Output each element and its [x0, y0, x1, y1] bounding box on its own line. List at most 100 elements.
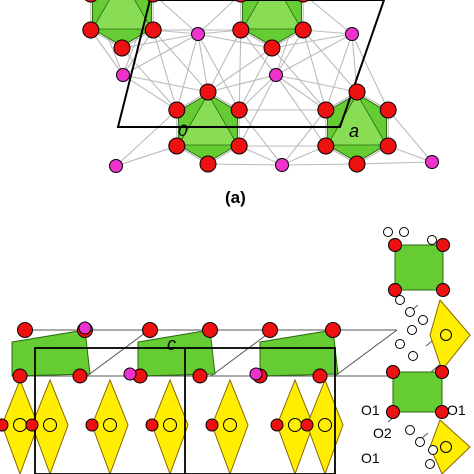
oxygen-atom	[386, 405, 400, 419]
cation-atom	[275, 158, 289, 172]
bond	[207, 163, 283, 166]
oxygen-atom	[147, 0, 160, 3]
oxygen-atom	[230, 137, 248, 155]
oxygen-atom	[297, 0, 310, 3]
cation-atom	[191, 27, 205, 41]
oxygen-atom	[168, 137, 186, 155]
bond	[271, 47, 327, 111]
bond	[121, 47, 178, 111]
octahedron-face	[177, 93, 239, 146]
hydrogen-atom	[383, 227, 393, 237]
oxygen-atom	[113, 39, 131, 57]
cation-atom	[116, 68, 130, 82]
oxygen-atom	[230, 101, 248, 119]
bond	[122, 74, 178, 111]
oxygen-atom	[199, 83, 217, 101]
oxygen-atom	[436, 283, 450, 297]
panel-b-octahedra	[11, 329, 339, 377]
cation-atom	[109, 159, 123, 173]
oxygen-atom	[192, 368, 208, 384]
bond	[90, 29, 124, 76]
oxygen-atom	[85, 418, 99, 432]
panel-c-atoms	[383, 227, 452, 469]
bond	[207, 29, 242, 93]
hydrogen-atom	[405, 307, 415, 317]
o2-label: O2	[373, 425, 392, 441]
oxygen-atom	[199, 155, 217, 173]
bond	[122, 33, 199, 76]
panel-a-caption: (a)	[225, 188, 246, 207]
bond	[281, 109, 327, 166]
bond	[238, 109, 283, 166]
panel-a: 0 a (a)	[82, 0, 439, 207]
tetrahedral-cation	[440, 441, 452, 453]
bond	[275, 74, 358, 93]
hydrogen-atom	[427, 235, 437, 245]
oxygen-atom	[263, 39, 281, 57]
hydrogen-atom	[395, 295, 405, 305]
octahedron	[11, 329, 91, 377]
cation-atom	[345, 27, 359, 41]
hydrogen-atom	[407, 325, 417, 335]
hydrogen-atom	[428, 445, 438, 455]
unit-cell-outline	[116, 0, 386, 128]
bond	[121, 33, 199, 49]
oxygen-atom	[379, 137, 397, 155]
bond	[325, 33, 353, 111]
oxygen-atom	[202, 322, 218, 338]
hydrogen-atom	[408, 351, 418, 361]
cation-atom	[269, 68, 283, 82]
bond	[115, 145, 177, 167]
oxygen-atom	[388, 283, 402, 297]
bond	[238, 47, 273, 111]
oxygen-atom	[300, 418, 314, 432]
tetrahedral-cation	[163, 418, 177, 432]
oxygen-atom	[25, 418, 39, 432]
octahedron	[392, 371, 443, 413]
oxygen-atom	[84, 0, 97, 3]
oxygen-atom	[144, 21, 162, 39]
oxygen-atom	[435, 365, 449, 379]
oxygen-atom	[82, 21, 100, 39]
octahedron	[259, 329, 339, 377]
octahedron-face	[241, 0, 303, 30]
octahedron	[394, 244, 444, 291]
tetrahedral-cation	[288, 418, 302, 432]
oxygen-atom	[294, 21, 312, 39]
bond	[275, 74, 327, 147]
tetrahedral-cation	[318, 418, 332, 432]
oxygen-atom	[388, 238, 402, 252]
bond	[334, 329, 398, 377]
bond	[197, 33, 209, 93]
panel-c-polyhedra	[392, 244, 471, 474]
tetrahedral-cation	[103, 418, 117, 432]
bond	[86, 329, 150, 377]
bond	[238, 29, 242, 111]
tetrahedral-cation	[223, 418, 237, 432]
panel-b: c	[0, 321, 398, 474]
oxygen-atom	[317, 101, 335, 119]
bond	[356, 161, 433, 165]
hydrogen-atom	[418, 315, 428, 325]
octahedron	[137, 329, 216, 377]
hydrogen-atom	[405, 425, 415, 435]
oxygen-atom	[262, 322, 278, 338]
cation-atom	[249, 367, 263, 381]
oxygen-atom	[234, 0, 247, 3]
cation-atom	[123, 367, 137, 381]
bond	[302, 29, 327, 111]
panel-c: O1 O1 O2 O1	[361, 227, 471, 474]
panel-a-atoms	[82, 0, 439, 173]
oxygen-atom	[232, 21, 250, 39]
bond	[122, 29, 154, 76]
o1-label-right: O1	[447, 402, 466, 418]
bond	[351, 33, 389, 111]
panel-b-atoms	[0, 321, 341, 432]
oxygen-atom	[436, 238, 450, 252]
o1-label-left: O1	[361, 402, 380, 418]
tetrahedral-cation	[13, 418, 27, 432]
oxygen-atom	[0, 418, 9, 432]
bond	[210, 329, 274, 377]
bond	[387, 109, 433, 163]
bond	[176, 33, 199, 111]
